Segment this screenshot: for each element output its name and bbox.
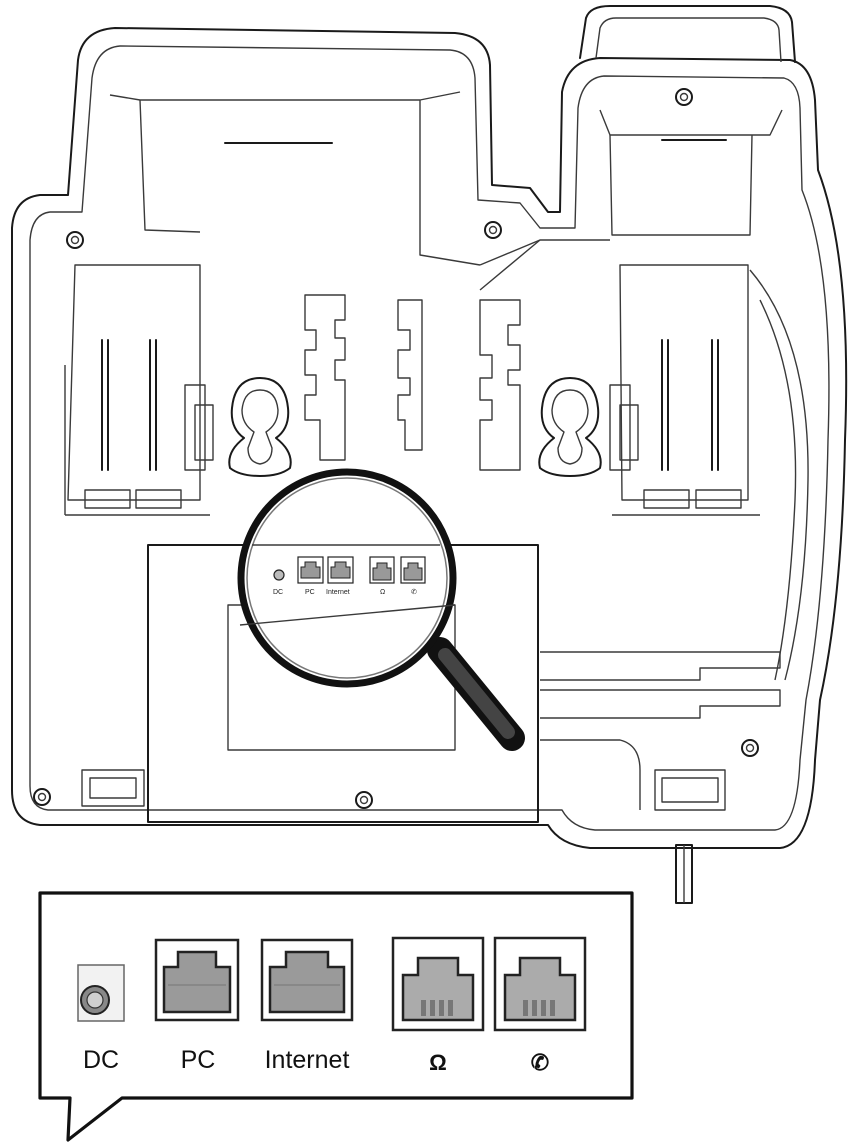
headset-port-icon bbox=[391, 936, 485, 1032]
screw-icon bbox=[484, 221, 502, 239]
screw-icon bbox=[741, 739, 759, 757]
port-callout: DC PC Internet Ω ✆ bbox=[38, 891, 634, 1142]
screw-icon bbox=[33, 788, 51, 806]
svg-text:✆: ✆ bbox=[411, 588, 417, 596]
svg-text:Ω: Ω bbox=[380, 589, 385, 596]
headset-port-label: Ω bbox=[429, 1050, 447, 1075]
mini-handset-port: ✆ bbox=[400, 556, 426, 596]
screw-icon bbox=[355, 791, 373, 809]
magnifier-icon: DC PC Internet Ω ✆ bbox=[237, 468, 525, 751]
dc-power-jack-icon bbox=[77, 964, 125, 1022]
rj45-port-icon bbox=[260, 938, 354, 1022]
mini-pc-port: PC bbox=[297, 556, 324, 596]
dc-port-label: DC bbox=[83, 1046, 119, 1074]
svg-text:DC: DC bbox=[273, 589, 283, 596]
mini-dc-port: DC bbox=[273, 569, 285, 596]
internet-port-label: Internet bbox=[265, 1046, 350, 1074]
pc-port-label: PC bbox=[181, 1046, 216, 1074]
svg-text:Internet: Internet bbox=[326, 589, 350, 596]
handset-port-icon bbox=[493, 936, 587, 1032]
keyhole-icon bbox=[228, 377, 292, 477]
mini-headset-port: Ω bbox=[369, 556, 395, 596]
handset-port-label: ✆ bbox=[531, 1050, 549, 1075]
mini-internet-port: Internet bbox=[326, 556, 354, 596]
rj45-port-icon bbox=[154, 938, 240, 1022]
keyhole-icon bbox=[538, 377, 602, 477]
phone-body bbox=[11, 5, 848, 904]
svg-text:PC: PC bbox=[305, 589, 315, 596]
screw-icon bbox=[66, 231, 84, 249]
screw-icon bbox=[675, 88, 693, 106]
